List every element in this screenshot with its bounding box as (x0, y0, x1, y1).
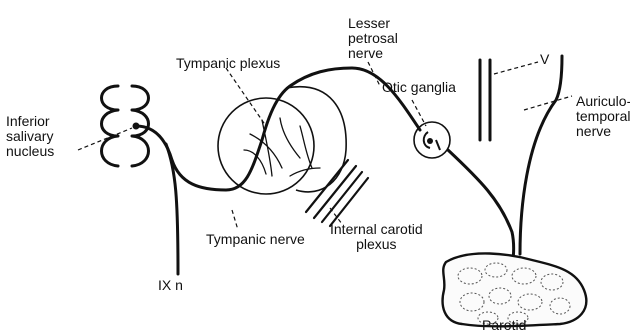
auriculotemporal-line1: Auriculo- (576, 94, 630, 109)
internal-carotid-plexus-label: Internal carotid plexus (330, 222, 423, 252)
nucleus-outline-left (102, 86, 119, 166)
carotid-line-3 (322, 172, 362, 222)
otic-ganglion-dot (427, 138, 433, 144)
tympanic-cavity-arc (286, 87, 346, 192)
internal-carotid-line2: plexus (330, 237, 423, 252)
parotid-gland (443, 253, 587, 326)
tympanic-nerve-path (136, 68, 420, 190)
internal-carotid-line1: Internal carotid (330, 222, 423, 237)
plexus-branch-3 (280, 118, 300, 158)
carotid-line-4 (330, 178, 368, 226)
lesser-petrosal-line1: Lesser (348, 16, 398, 31)
lesser-petrosal-line2: petrosal (348, 31, 398, 46)
tympanic-plexus-circle (218, 98, 314, 194)
ix-n-label: IX n (158, 278, 183, 293)
lesser-petrosal-line3: nerve (348, 46, 398, 61)
auriculotemporal-nerve (520, 56, 562, 254)
leader-tympanic-plexus (226, 68, 266, 126)
auriculotemporal-line3: nerve (576, 124, 630, 139)
otic-ganglia-label: Otic ganglia (382, 80, 456, 95)
leader-v (494, 62, 538, 74)
nucleus-dot (133, 123, 140, 130)
auriculotemporal-line2: temporal (576, 109, 630, 124)
v-label: V (540, 52, 549, 67)
inferior-line2: salivary (6, 129, 54, 144)
lesser-petrosal-nerve-label: Lesser petrosal nerve (348, 16, 398, 61)
tympanic-plexus-label: Tympanic plexus (176, 56, 280, 71)
leader-tympanic-nerve (232, 210, 238, 230)
inferior-salivary-nucleus-label: Inferior salivary nucleus (6, 114, 54, 159)
inferior-line1: Inferior (6, 114, 54, 129)
auriculotemporal-label: Auriculo- temporal nerve (576, 94, 630, 139)
otic-inner-mark-2 (436, 140, 440, 150)
carotid-line-2 (314, 166, 356, 218)
parotid-label: Parotid (482, 318, 526, 333)
leader-auriculotemporal (524, 96, 572, 110)
plexus-branch-4 (300, 126, 312, 168)
tympanic-nerve-label: Tympanic nerve (206, 232, 305, 247)
inferior-line3: nucleus (6, 144, 54, 159)
